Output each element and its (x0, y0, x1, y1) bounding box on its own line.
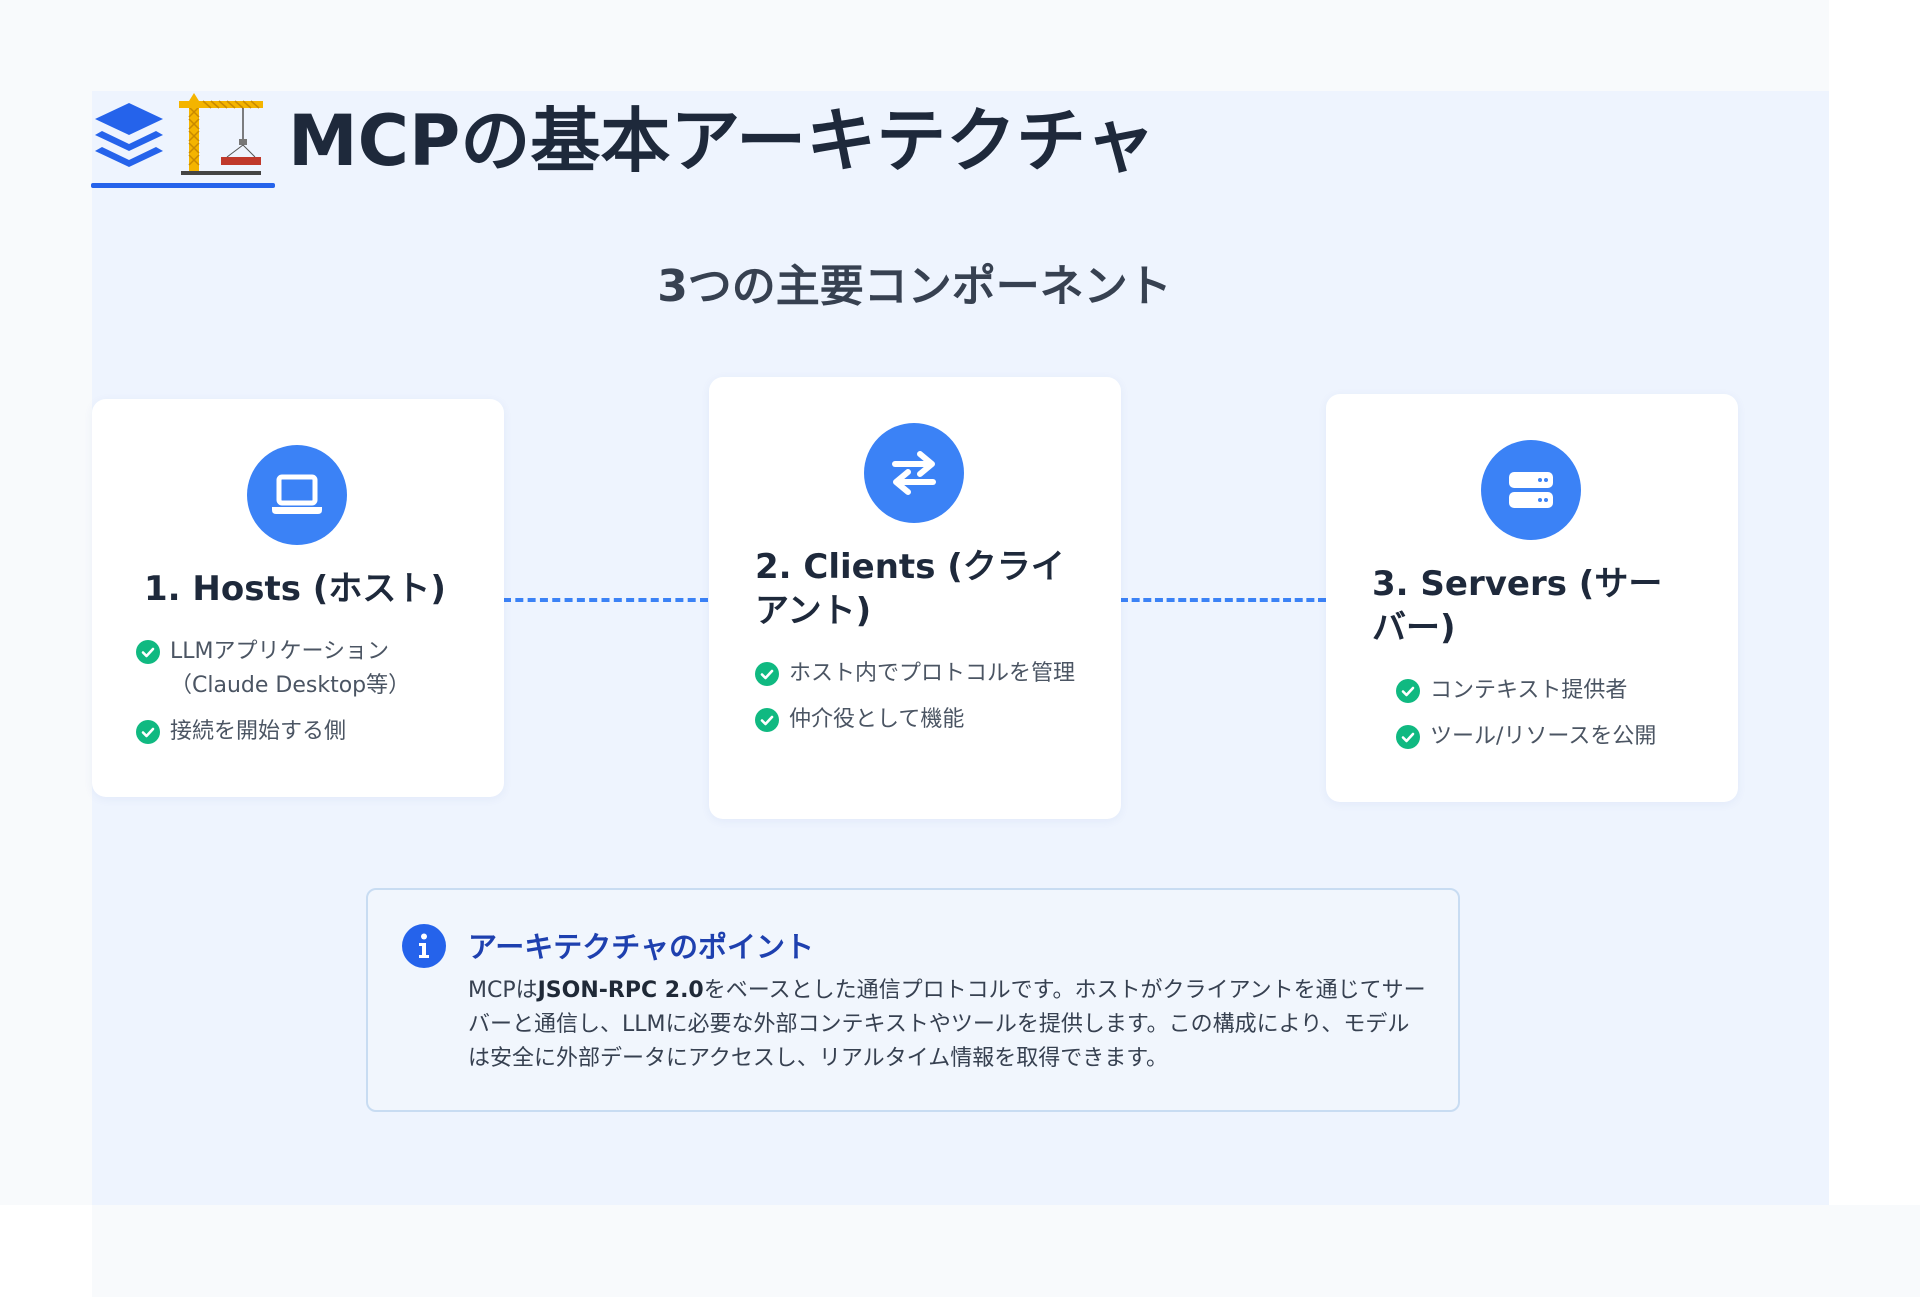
info-text-part: をベースとした通信プロトコルです。ホストがクライアントを通じてサーバーと通信し、… (468, 978, 1426, 1071)
title-row: MCPの基本アーキテクチャ (92, 85, 1155, 185)
architecture-info-box: アーキテクチャのポイント MCPはJSON-RPC 2.0をベースとした通信プロ… (366, 888, 1460, 1112)
server-icon (1481, 440, 1581, 540)
page-background-bottom (92, 1205, 1920, 1297)
list-item: 接続を開始する側 (136, 715, 436, 749)
connector-clients-servers (1120, 598, 1326, 602)
card-title: 1. Hosts (ホスト) (144, 569, 446, 609)
info-title: アーキテクチャのポイント (468, 930, 814, 964)
list-item-text: 仲介役として機能 (789, 707, 965, 732)
list-item: 仲介役として機能 (755, 703, 1075, 737)
card-feature-list: ホスト内でプロトコルを管理 仲介役として機能 (755, 657, 1075, 749)
list-item-text: 接続を開始する側 (170, 719, 347, 744)
check-circle-icon (755, 662, 779, 686)
exchange-arrows-icon (864, 423, 964, 523)
card-title: 3. Servers (サーバー) (1372, 564, 1663, 648)
check-circle-icon (755, 708, 779, 732)
list-item-text: LLMアプリケーション（Claude Desktop等） (170, 639, 411, 698)
card-clients: 2. Clients (クライアント) ホスト内でプロトコルを管理 仲介役として… (709, 377, 1121, 819)
info-text: MCPはJSON-RPC 2.0をベースとした通信プロトコルです。ホストがクライ… (468, 974, 1428, 1076)
list-item: ホスト内でプロトコルを管理 (755, 657, 1075, 691)
card-feature-list: コンテキスト提供者 ツール/リソースを公開 (1396, 674, 1716, 766)
card-title: 2. Clients (クライアント) (755, 547, 1065, 631)
info-text-part: MCPは (468, 978, 538, 1003)
check-circle-icon (136, 640, 160, 664)
card-servers: 3. Servers (サーバー) コンテキスト提供者 ツール/リソースを公開 (1326, 394, 1738, 802)
list-item: ツール/リソースを公開 (1396, 720, 1716, 754)
check-circle-icon (1396, 679, 1420, 703)
page-title: MCPの基本アーキテクチャ (288, 99, 1156, 182)
title-underline (91, 183, 275, 188)
page-background-left (0, 91, 92, 1205)
info-text-emphasis: JSON-RPC 2.0 (537, 978, 704, 1003)
section-subtitle: 3つの主要コンポーネント (657, 261, 1172, 312)
list-item-text: コンテキスト提供者 (1430, 678, 1628, 703)
card-hosts: 1. Hosts (ホスト) LLMアプリケーション（Claude Deskto… (92, 399, 504, 797)
construction-crane-icon (176, 92, 266, 178)
page-background-top (0, 0, 1829, 91)
check-circle-icon (1396, 725, 1420, 749)
list-item: LLMアプリケーション（Claude Desktop等） (136, 635, 436, 703)
list-item-text: ホスト内でプロトコルを管理 (789, 661, 1076, 686)
list-item: コンテキスト提供者 (1396, 674, 1716, 708)
connector-hosts-clients (503, 598, 708, 602)
card-feature-list: LLMアプリケーション（Claude Desktop等） 接続を開始する側 (136, 635, 436, 761)
layers-icon (92, 98, 166, 172)
info-icon (402, 924, 446, 968)
list-item-text: ツール/リソースを公開 (1430, 724, 1657, 749)
laptop-icon (247, 445, 347, 545)
check-circle-icon (136, 720, 160, 744)
